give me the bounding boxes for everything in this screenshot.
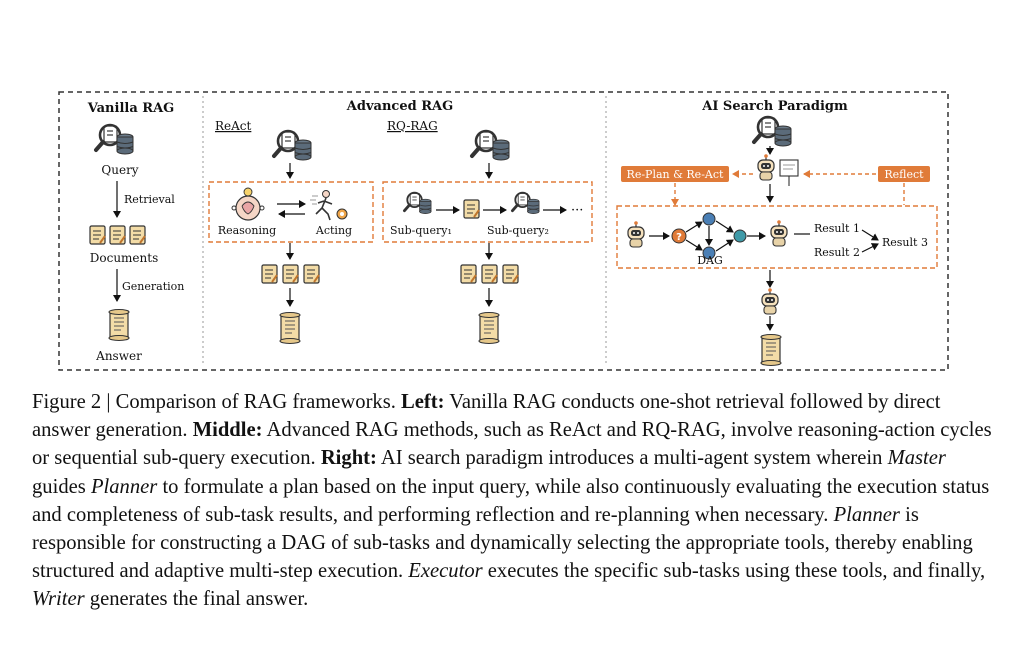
react-documents-icon	[261, 264, 320, 284]
subquery2-icon	[511, 191, 541, 216]
react-answer-scroll-icon	[279, 311, 301, 345]
caption-right-text-4: executes the specific sub-tasks using th…	[487, 560, 986, 583]
caption-guides: guides	[32, 475, 86, 498]
retrieval-label: Retrieval	[124, 193, 175, 206]
result2-label: Result 2	[814, 246, 860, 259]
caption-master: Master	[887, 447, 946, 470]
vanilla-answer-scroll-icon	[108, 308, 130, 342]
figure-diagram: Vanilla RAG Advanced RAG AI Search Parad…	[58, 91, 949, 371]
vanilla-title: Vanilla RAG	[87, 101, 175, 116]
caption-writer: Writer	[32, 588, 85, 611]
answer-label: Answer	[95, 349, 142, 363]
dag-edge-4	[715, 239, 734, 252]
caption-prefix: Figure 2 | Comparison of RAG frameworks.	[32, 391, 396, 413]
dag-label: DAG	[697, 254, 723, 267]
subquery-ellipsis: ···	[571, 203, 583, 218]
writer-robot-icon	[761, 287, 779, 315]
documents-label: Documents	[90, 251, 158, 265]
figure-caption: Figure 2 | Comparison of RAG frameworks.…	[32, 388, 992, 614]
ai-query-icon	[752, 115, 793, 148]
caption-right-label: Right:	[320, 447, 377, 470]
replan-badge	[621, 166, 729, 182]
subquery1-label: Sub-query₁	[390, 224, 452, 237]
subquery2-label: Sub-query₂	[487, 224, 549, 237]
result1-label: Result 1	[814, 222, 860, 235]
rqrag-title: RQ-RAG	[387, 119, 438, 133]
caption-executor: Executor	[408, 560, 483, 583]
rqrag-answer-scroll-icon	[478, 311, 500, 345]
dag-edge-2	[685, 239, 703, 251]
executor-robot-icon	[770, 219, 788, 247]
running-gear-icon	[310, 190, 348, 221]
vanilla-query-label: Query	[101, 163, 138, 177]
caption-right-text-5: generates the final answer.	[89, 588, 309, 611]
caption-middle-text: Advanced RAG methods, such as ReAct and …	[32, 419, 992, 470]
rqrag-documents-icon	[460, 264, 519, 284]
presentation-board-icon	[779, 159, 799, 186]
reflect-label: Reflect	[884, 168, 924, 181]
caption-planner-2: Planner	[833, 503, 900, 526]
caption-left-text: Vanilla RAG conducts one-shot retrieval …	[32, 391, 941, 442]
caption-left-label: Left:	[401, 391, 445, 413]
result3-label: Result 3	[882, 236, 928, 249]
rqrag-query-icon	[470, 129, 511, 162]
react-title: ReAct	[215, 119, 252, 133]
dag-edge-1	[685, 221, 703, 233]
reasoning-label: Reasoning	[218, 224, 276, 237]
tool-node-icon	[702, 212, 747, 260]
svg-text:?: ?	[676, 232, 682, 243]
caption-planner: Planner	[90, 475, 158, 498]
generation-label: Generation	[122, 280, 184, 293]
dag-edge-3	[715, 220, 734, 233]
caption-right-text-1: AI search paradigm introduces a multi-ag…	[380, 447, 883, 470]
master-robot-icon	[757, 153, 775, 181]
query-magnifier-db-icon	[94, 123, 135, 156]
subquery-doc-icon	[463, 199, 480, 219]
result1-arrow	[861, 229, 879, 241]
react-loop-box	[208, 181, 374, 243]
ai-answer-scroll-icon	[760, 333, 782, 367]
result2-arrow	[861, 243, 879, 253]
question-circle-icon: ?	[671, 228, 687, 244]
subquery1-icon	[403, 191, 433, 216]
caption-right-text-3: is responsible for constructing a DAG of…	[32, 503, 973, 583]
caption-middle-label: Middle:	[192, 419, 263, 442]
replan-label: Re-Plan & Re-Act	[627, 168, 724, 181]
vanilla-documents-icon	[89, 225, 146, 245]
planner-robot-icon	[627, 220, 645, 248]
ai-search-title: AI Search Paradigm	[701, 99, 848, 114]
acting-label: Acting	[315, 224, 352, 237]
advanced-title: Advanced RAG	[346, 99, 453, 114]
dag-box	[616, 205, 938, 269]
rqrag-subquery-box	[382, 181, 593, 243]
outer-frame	[58, 91, 949, 371]
reflect-badge	[878, 166, 930, 182]
caption-right-text-2: to formulate a plan based on the input q…	[32, 475, 990, 526]
brain-bulb-icon	[231, 187, 265, 221]
react-query-icon	[272, 129, 313, 162]
